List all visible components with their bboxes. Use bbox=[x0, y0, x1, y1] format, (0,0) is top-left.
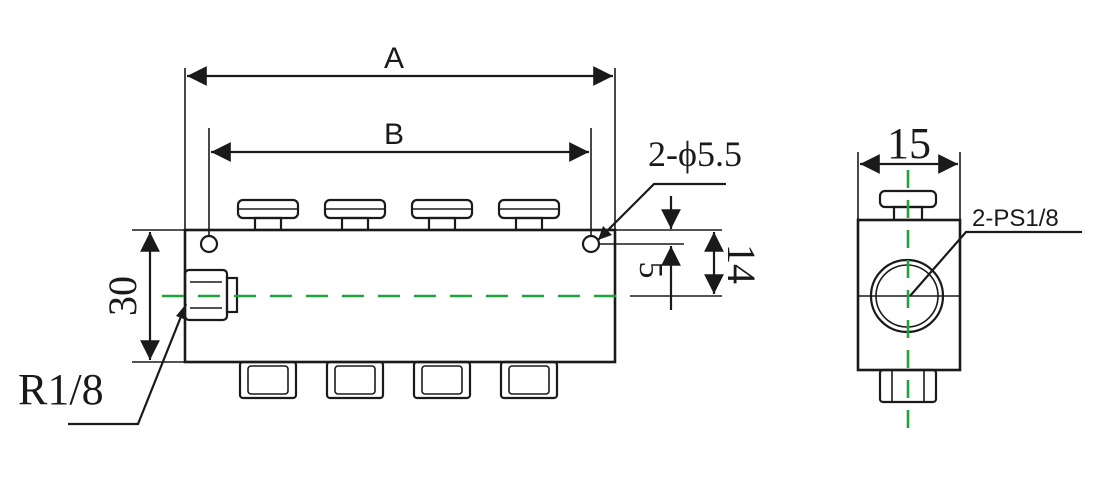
hole-callout-label: 2-ϕ5.5 bbox=[648, 134, 742, 174]
dim-a-label: A bbox=[384, 42, 404, 75]
side-port-leader bbox=[909, 230, 1082, 297]
bottom-fittings bbox=[238, 360, 559, 400]
dim-15-label: 15 bbox=[887, 119, 931, 168]
bottom-fitting-4 bbox=[499, 360, 559, 400]
top-fittings bbox=[236, 198, 561, 232]
bottom-fitting-1 bbox=[238, 360, 298, 400]
side-view: 15 2-PS1/8 bbox=[856, 119, 1082, 436]
top-fitting-2 bbox=[323, 198, 387, 232]
bottom-fitting-3 bbox=[412, 360, 472, 400]
top-fitting-3 bbox=[410, 198, 474, 232]
top-fitting-1 bbox=[236, 198, 300, 232]
inlet-thread-label: R1/8 bbox=[18, 365, 104, 414]
dim-b-label: B bbox=[384, 118, 404, 151]
dim-14-label: 14 bbox=[719, 244, 764, 284]
side-bottom-fitting bbox=[878, 368, 938, 404]
front-view: A B 2-ϕ5.5 30 5 14 R1/8 bbox=[18, 42, 764, 426]
bottom-fitting-2 bbox=[325, 360, 385, 400]
inlet-leader bbox=[68, 303, 188, 426]
top-fitting-4 bbox=[497, 198, 561, 232]
dim-5-label: 5 bbox=[632, 262, 669, 279]
hole-leader bbox=[597, 182, 726, 241]
side-thread-label: 2-PS1/8 bbox=[972, 205, 1059, 232]
dim-30-label: 30 bbox=[100, 276, 145, 316]
